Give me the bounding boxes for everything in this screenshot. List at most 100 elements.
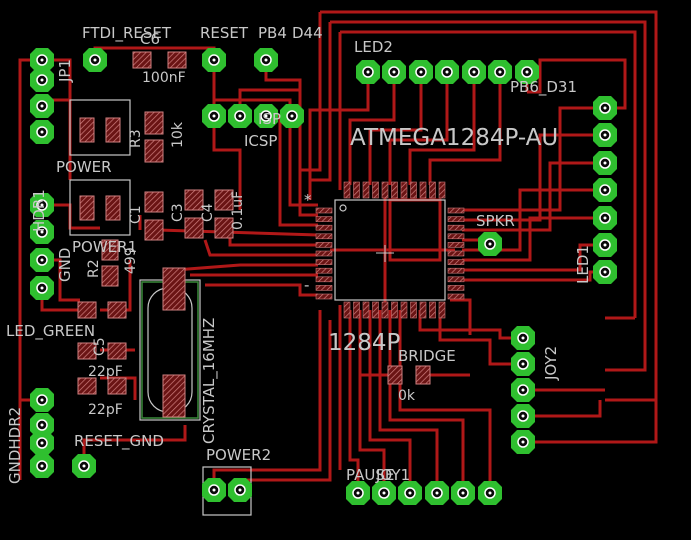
label-led-green: LED_GREEN (6, 322, 95, 341)
label-c5: C5 (92, 337, 108, 356)
label-reset-gnd: RESET_GND (74, 432, 164, 451)
mcu-pin1-marker (339, 204, 347, 212)
joy1-pad-2 (372, 481, 396, 505)
label-r3: R3 (128, 129, 144, 148)
mcu-pin-top-1 (343, 181, 351, 199)
mcu-center-cross (376, 245, 394, 262)
hdr1-pad-4 (30, 276, 54, 300)
joy2-pad-1 (511, 326, 535, 350)
r3-pad-top (144, 111, 164, 135)
icsp-pad-3 (254, 104, 278, 128)
label-joy2: JOY2 (542, 346, 560, 381)
jp1-pad-4 (30, 120, 54, 144)
mcu-pin-bottom-7 (400, 301, 408, 319)
joy1-pad-1 (346, 481, 370, 505)
mcu-pin-left-3 (315, 224, 333, 231)
power2-pad-2 (228, 478, 252, 502)
label-0-1uf: 0.1uF (230, 191, 246, 230)
smd-components (77, 51, 431, 418)
mcu-pin-bottom-11 (438, 301, 446, 319)
c1-pad-top (144, 191, 164, 213)
mcu-pin-left-5 (315, 242, 333, 248)
mcu-pin-right-7 (447, 259, 465, 265)
icsp-pad-2 (228, 104, 252, 128)
power2-pad-1 (202, 478, 226, 502)
crystal-pad-bottom (162, 374, 186, 418)
joy1-pad-5 (451, 481, 475, 505)
label-r2: R2 (86, 259, 102, 278)
r2-pad-bottom (101, 265, 119, 287)
label-bridge-value: 0k (398, 388, 416, 404)
mcu-pin-left-1 (315, 207, 333, 214)
led1-pad-2 (593, 123, 617, 147)
mcu-pin-left-6 (315, 250, 333, 257)
mcu-pin-top-5 (381, 181, 389, 199)
c6-pad-left (132, 51, 152, 69)
r2-pad-top (101, 239, 119, 261)
joy2-pad-5 (511, 430, 535, 454)
label-ftdi-reset: FTDI_RESET (82, 24, 172, 43)
mcu-pin-bottom-10 (429, 301, 436, 319)
label-r3-value: 10k (170, 121, 186, 148)
mcu-pin-right-6 (447, 250, 465, 257)
label-100nf: 100nF (142, 70, 186, 86)
mcu-pin-left-10 (315, 285, 333, 291)
joy2-pad-2 (511, 352, 535, 376)
joy2-pad-4 (511, 404, 535, 428)
label-pause: PAUSE (346, 466, 394, 484)
label-mcu-name: ATMEGA1284P-AU (350, 125, 558, 151)
through-hole-pads (30, 48, 617, 505)
mcu-pin-top-6 (391, 181, 398, 199)
mcu-pin-left-4 (315, 233, 333, 240)
label-led1: LED1 (574, 245, 592, 284)
led1-pad-3 (593, 151, 617, 175)
mcu-pin-top-9 (419, 181, 427, 199)
led1-pad-5 (593, 206, 617, 230)
label-pb4: PB4 (258, 24, 287, 42)
bridge-pad-left (387, 365, 403, 385)
c2-pad-right (107, 377, 127, 395)
label-reset: RESET (200, 24, 249, 42)
mcu-pin-left-2 (315, 216, 333, 222)
label-c6: C6 (140, 30, 160, 48)
mcu-body-outline (334, 199, 446, 301)
label-22pf-2: 22pF (88, 402, 123, 418)
spkr-pad (478, 232, 502, 256)
mcu-pin-bottom-3 (362, 301, 370, 319)
label-mcu-value: 1284P (328, 330, 401, 356)
label-pin1-dash: - (304, 276, 309, 294)
mcu-pin-top-4 (372, 181, 379, 199)
pb6-d31-pad (515, 60, 539, 84)
label-gnd: GND (56, 248, 74, 282)
led1-pad-6 (593, 233, 617, 257)
mcu-pins (315, 181, 465, 319)
c5-pad-right (107, 342, 127, 360)
led2-pad-4 (435, 60, 459, 84)
c1-pad-bottom (144, 219, 164, 241)
mcu-pin-bottom-2 (353, 301, 360, 319)
labels: FTDI_RESET C6 RESET PB4 D44 LED2 PB6_D31… (6, 24, 592, 484)
jp1-pad-2 (30, 68, 54, 92)
mcu-pin-right-4 (447, 233, 465, 240)
led2-pad-3 (409, 60, 433, 84)
mcu-pin-bottom-8 (410, 301, 417, 319)
c4-pad-top (214, 189, 234, 211)
label-c3: C3 (170, 203, 186, 222)
mcu-pin-bottom-5 (381, 301, 389, 319)
label-icsp: ICSP (244, 132, 277, 150)
mcu-pin-right-5 (447, 242, 465, 248)
label-power: POWER (56, 158, 112, 176)
c3-pad-bottom (184, 217, 204, 239)
icsp-pad-1 (202, 104, 226, 128)
label-c4: C4 (200, 203, 216, 222)
mcu-pin-bottom-1 (343, 301, 351, 319)
mcu-pin-top-8 (410, 181, 417, 199)
led2-pad-5 (462, 60, 486, 84)
mcu-pin-bottom-4 (372, 301, 379, 319)
led1-pad-1 (593, 96, 617, 120)
gndhdr2-pad-3 (30, 431, 54, 455)
label-bridge: BRIDGE (398, 347, 456, 365)
c5-pad-left (77, 342, 97, 360)
